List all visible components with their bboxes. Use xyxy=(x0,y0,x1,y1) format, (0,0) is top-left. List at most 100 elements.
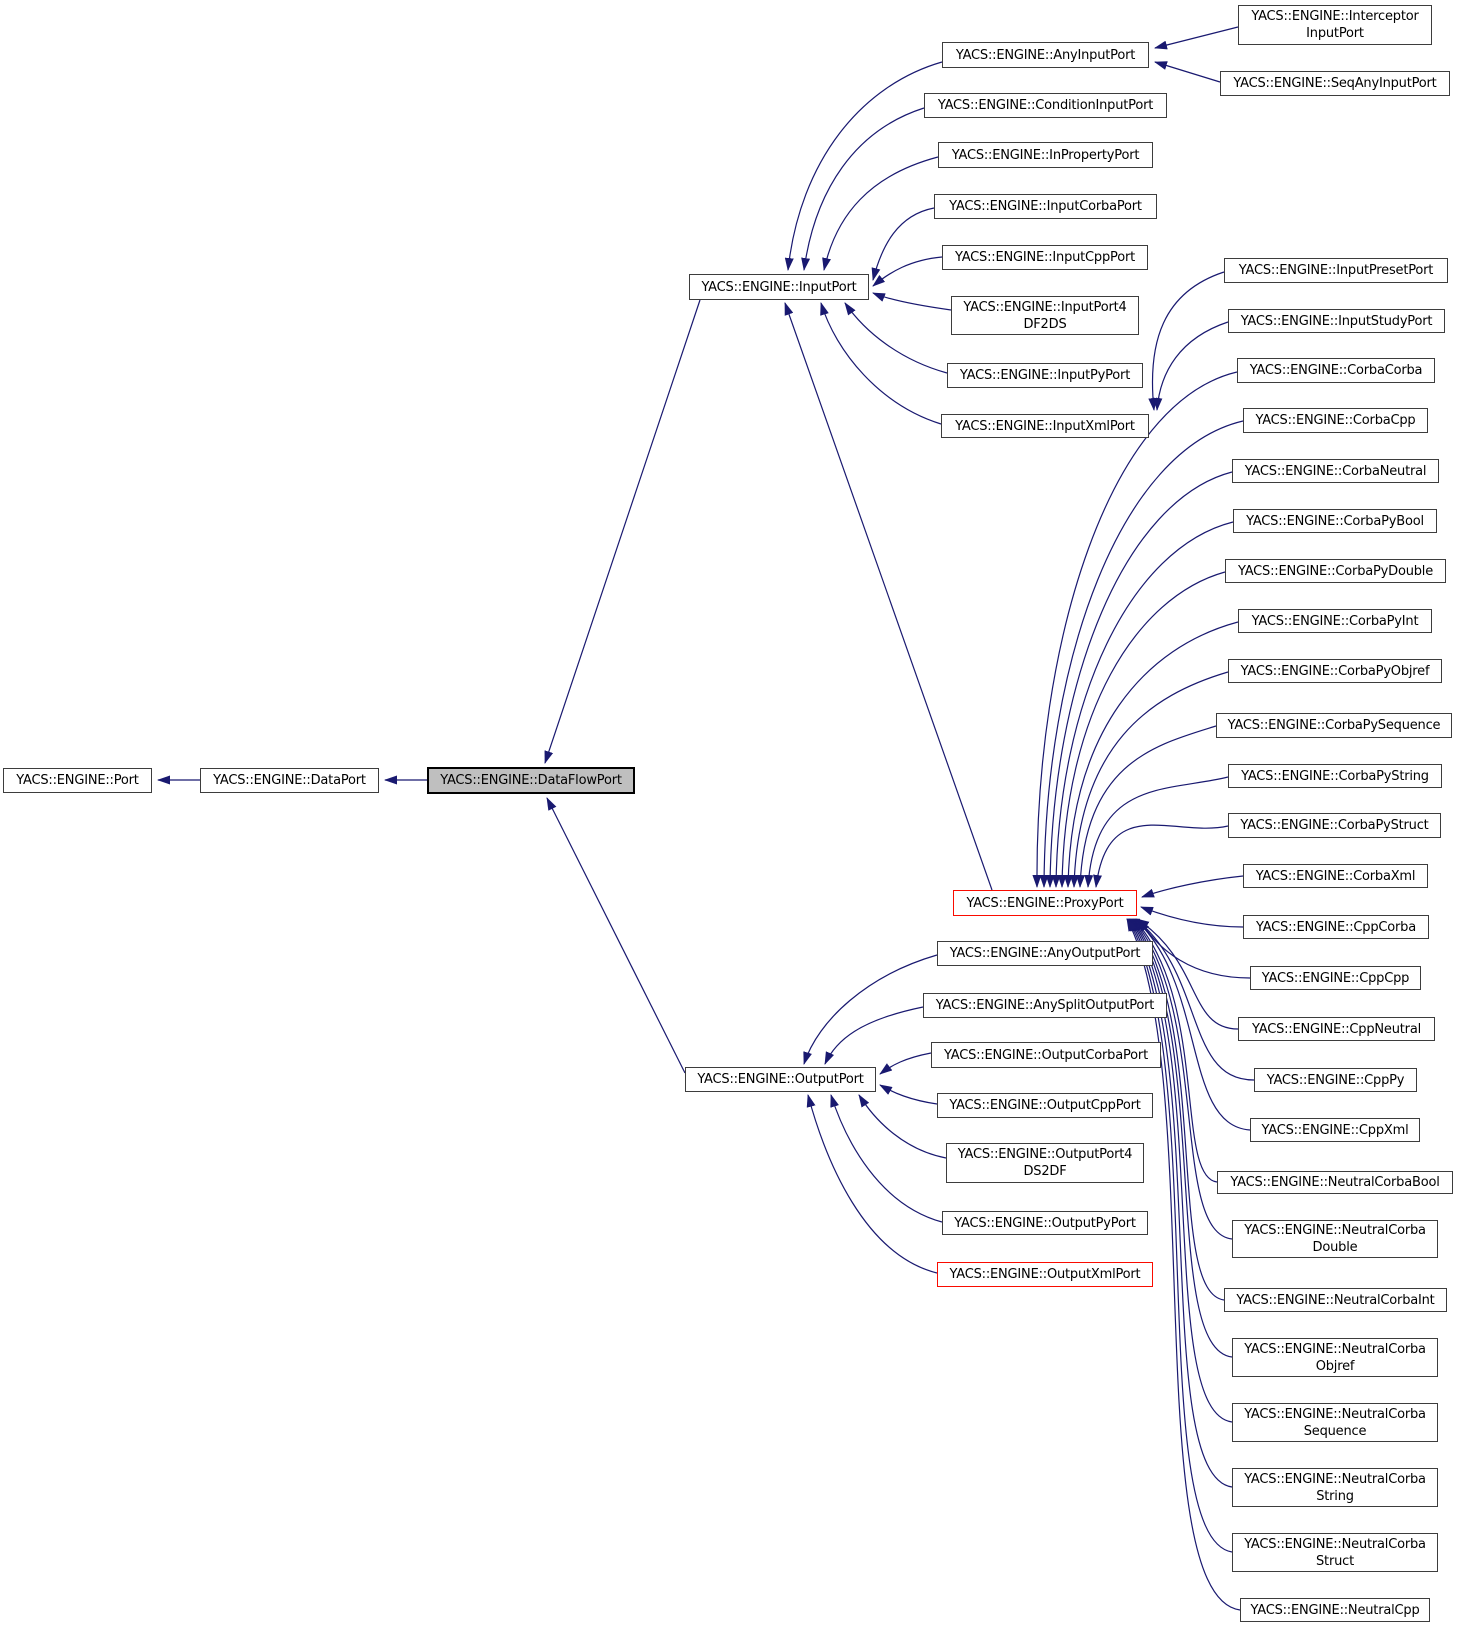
class-node-label: YACS::ENGINE::OutputPort4 DS2DF xyxy=(957,1147,1133,1179)
class-node-corba-xml[interactable]: YACS::ENGINE::CorbaXml xyxy=(1243,864,1428,888)
class-node-label: YACS::ENGINE::AnySplitOutputPort xyxy=(935,998,1155,1013)
class-node-condition-input-port[interactable]: YACS::ENGINE::ConditionInputPort xyxy=(924,93,1167,118)
class-node-neutral-corba-sequence[interactable]: YACS::ENGINE::NeutralCorba Sequence xyxy=(1232,1403,1438,1442)
class-node-label: YACS::ENGINE::SeqAnyInputPort xyxy=(1233,76,1437,91)
class-node-interceptor-input-port[interactable]: YACS::ENGINE::Interceptor InputPort xyxy=(1238,5,1432,45)
inheritance-edge-corba-py-objref-to-proxy-port xyxy=(1069,671,1229,888)
inheritance-edge-input-port-to-data-flow-port xyxy=(544,299,701,764)
class-node-output-xml-port[interactable]: YACS::ENGINE::OutputXmlPort xyxy=(937,1262,1153,1287)
class-node-label: YACS::ENGINE::CorbaCpp xyxy=(1255,413,1416,428)
inheritance-edge-corba-py-struct-to-proxy-port xyxy=(1093,824,1229,888)
class-node-label: YACS::ENGINE::CorbaPyString xyxy=(1241,768,1429,784)
class-node-proxy-port[interactable]: YACS::ENGINE::ProxyPort xyxy=(953,890,1137,916)
class-node-corba-py-bool[interactable]: YACS::ENGINE::CorbaPyBool xyxy=(1233,509,1437,533)
class-node-label: YACS::ENGINE::CorbaPySequence xyxy=(1227,718,1441,733)
class-node-label: YACS::ENGINE::NeutralCorbaBool xyxy=(1230,1175,1440,1190)
class-node-output-port4-ds2df[interactable]: YACS::ENGINE::OutputPort4 DS2DF xyxy=(946,1143,1144,1183)
class-node-label: YACS::ENGINE::CorbaPyObjref xyxy=(1240,663,1430,679)
inheritance-edge-output-xml-port-to-output-port xyxy=(806,1094,938,1274)
inheritance-edge-neutral-corba-int-to-proxy-port xyxy=(1131,918,1225,1301)
class-node-any-input-port[interactable]: YACS::ENGINE::AnyInputPort xyxy=(942,42,1149,68)
class-node-label: YACS::ENGINE::CppCorba xyxy=(1255,919,1416,935)
inheritance-edge-condition-input-port-to-input-port xyxy=(801,107,925,271)
class-node-label: YACS::ENGINE::Port xyxy=(16,773,139,788)
class-node-corba-corba[interactable]: YACS::ENGINE::CorbaCorba xyxy=(1237,358,1435,383)
class-node-label: YACS::ENGINE::CorbaCorba xyxy=(1249,363,1423,378)
class-node-input-preset-port[interactable]: YACS::ENGINE::InputPresetPort xyxy=(1224,258,1448,283)
class-node-input-port[interactable]: YACS::ENGINE::InputPort xyxy=(689,274,869,300)
class-node-label: YACS::ENGINE::CorbaNeutral xyxy=(1244,463,1427,479)
class-node-cpp-corba[interactable]: YACS::ENGINE::CppCorba xyxy=(1243,915,1429,939)
class-node-label: YACS::ENGINE::CorbaPyDouble xyxy=(1237,563,1434,579)
inheritance-edge-input-study-port-to-input-xml-port xyxy=(1153,321,1229,411)
inheritance-edge-corba-py-bool-to-proxy-port xyxy=(1051,521,1234,888)
class-node-label: YACS::ENGINE::InputPyPort xyxy=(959,368,1131,383)
class-node-label: YACS::ENGINE::CppPy xyxy=(1266,1072,1405,1088)
class-node-cpp-xml[interactable]: YACS::ENGINE::CppXml xyxy=(1250,1118,1420,1142)
class-node-corba-py-double[interactable]: YACS::ENGINE::CorbaPyDouble xyxy=(1225,559,1446,583)
class-node-label: YACS::ENGINE::CppNeutral xyxy=(1252,1021,1421,1037)
class-node-seq-any-input-port[interactable]: YACS::ENGINE::SeqAnyInputPort xyxy=(1220,71,1450,96)
class-node-label: YACS::ENGINE::NeutralCorba Sequence xyxy=(1244,1406,1426,1439)
class-node-data-flow-port[interactable]: YACS::ENGINE::DataFlowPort xyxy=(427,767,635,794)
class-node-corba-cpp[interactable]: YACS::ENGINE::CorbaCpp xyxy=(1243,408,1428,433)
class-node-corba-neutral[interactable]: YACS::ENGINE::CorbaNeutral xyxy=(1232,459,1439,483)
inheritance-edge-any-output-port-to-output-port xyxy=(803,954,938,1065)
class-node-neutral-corba-struct[interactable]: YACS::ENGINE::NeutralCorba Struct xyxy=(1232,1533,1438,1572)
class-node-any-output-port[interactable]: YACS::ENGINE::AnyOutputPort xyxy=(937,941,1153,966)
class-node-input-study-port[interactable]: YACS::ENGINE::InputStudyPort xyxy=(1228,309,1445,333)
class-node-neutral-corba-int[interactable]: YACS::ENGINE::NeutralCorbaInt xyxy=(1224,1288,1447,1312)
class-node-cpp-py[interactable]: YACS::ENGINE::CppPy xyxy=(1254,1068,1417,1092)
inheritance-edge-input-preset-port-to-input-xml-port xyxy=(1148,271,1225,411)
inheritance-edge-corba-py-string-to-proxy-port xyxy=(1084,776,1229,888)
class-node-label: YACS::ENGINE::AnyInputPort xyxy=(955,47,1136,63)
class-node-input-corba-port[interactable]: YACS::ENGINE::InputCorbaPort xyxy=(934,194,1157,219)
class-node-label: YACS::ENGINE::ConditionInputPort xyxy=(937,98,1154,113)
class-node-cpp-cpp[interactable]: YACS::ENGINE::CppCpp xyxy=(1250,966,1421,990)
class-node-label: YACS::ENGINE::CppCpp xyxy=(1261,970,1410,986)
class-node-data-port[interactable]: YACS::ENGINE::DataPort xyxy=(200,768,379,793)
inheritance-edge-corba-neutral-to-proxy-port xyxy=(1045,471,1233,888)
class-node-neutral-corba-double[interactable]: YACS::ENGINE::NeutralCorba Double xyxy=(1232,1220,1438,1258)
inheritance-edge-corba-py-int-to-proxy-port xyxy=(1063,621,1239,888)
class-node-label: YACS::ENGINE::InputCorbaPort xyxy=(949,199,1142,214)
class-node-label: YACS::ENGINE::Interceptor InputPort xyxy=(1251,9,1419,41)
class-node-output-cpp-port[interactable]: YACS::ENGINE::OutputCppPort xyxy=(937,1093,1153,1118)
class-node-corba-py-string[interactable]: YACS::ENGINE::CorbaPyString xyxy=(1228,764,1442,788)
class-node-neutral-cpp[interactable]: YACS::ENGINE::NeutralCpp xyxy=(1240,1598,1430,1622)
class-node-label: YACS::ENGINE::InPropertyPort xyxy=(951,147,1140,163)
class-node-input-cpp-port[interactable]: YACS::ENGINE::InputCppPort xyxy=(942,245,1148,270)
class-node-corba-py-sequence[interactable]: YACS::ENGINE::CorbaPySequence xyxy=(1216,713,1452,738)
class-node-label: YACS::ENGINE::DataPort xyxy=(213,773,366,788)
class-node-label: YACS::ENGINE::OutputPyPort xyxy=(954,1215,1136,1231)
inheritance-edge-output-port-to-data-flow-port xyxy=(546,797,686,1074)
class-node-output-py-port[interactable]: YACS::ENGINE::OutputPyPort xyxy=(942,1211,1148,1235)
inheritance-edge-any-split-output-port-to-output-port xyxy=(824,1006,924,1065)
class-node-output-corba-port[interactable]: YACS::ENGINE::OutputCorbaPort xyxy=(931,1042,1161,1068)
class-node-output-port[interactable]: YACS::ENGINE::OutputPort xyxy=(685,1067,876,1092)
class-node-corba-py-objref[interactable]: YACS::ENGINE::CorbaPyObjref xyxy=(1228,659,1442,683)
class-node-label: YACS::ENGINE::CorbaPyStruct xyxy=(1240,818,1429,833)
class-node-in-property-port[interactable]: YACS::ENGINE::InPropertyPort xyxy=(938,142,1153,168)
inheritance-edge-interceptor-input-port-to-any-input-port xyxy=(1154,26,1239,50)
class-node-label: YACS::ENGINE::InputCppPort xyxy=(954,250,1136,265)
class-node-port[interactable]: YACS::ENGINE::Port xyxy=(3,768,152,793)
class-node-corba-py-int[interactable]: YACS::ENGINE::CorbaPyInt xyxy=(1238,609,1432,633)
inheritance-edge-input-corba-port-to-input-port xyxy=(871,207,935,281)
inheritance-edge-any-input-port-to-input-port xyxy=(784,61,943,271)
class-node-corba-py-struct[interactable]: YACS::ENGINE::CorbaPyStruct xyxy=(1228,813,1441,838)
class-node-neutral-corba-string[interactable]: YACS::ENGINE::NeutralCorba String xyxy=(1232,1468,1438,1507)
inheritance-edge-input-xml-port-to-input-port xyxy=(820,302,942,425)
class-node-neutral-corba-objref[interactable]: YACS::ENGINE::NeutralCorba Objref xyxy=(1232,1338,1438,1377)
class-node-input-py-port[interactable]: YACS::ENGINE::InputPyPort xyxy=(947,363,1143,388)
inheritance-edge-input-port4-df2ds-to-input-port xyxy=(872,292,952,311)
class-node-label: YACS::ENGINE::ProxyPort xyxy=(966,895,1124,911)
inheritance-edge-in-property-port-to-input-port xyxy=(822,156,939,271)
class-node-input-port4-df2ds[interactable]: YACS::ENGINE::InputPort4 DF2DS xyxy=(951,296,1139,335)
class-node-neutral-corba-bool[interactable]: YACS::ENGINE::NeutralCorbaBool xyxy=(1217,1171,1453,1194)
class-node-input-xml-port[interactable]: YACS::ENGINE::InputXmlPort xyxy=(941,414,1149,438)
class-node-cpp-neutral[interactable]: YACS::ENGINE::CppNeutral xyxy=(1238,1017,1435,1041)
class-node-any-split-output-port[interactable]: YACS::ENGINE::AnySplitOutputPort xyxy=(923,993,1167,1018)
class-node-label: YACS::ENGINE::OutputPort xyxy=(697,1072,864,1087)
